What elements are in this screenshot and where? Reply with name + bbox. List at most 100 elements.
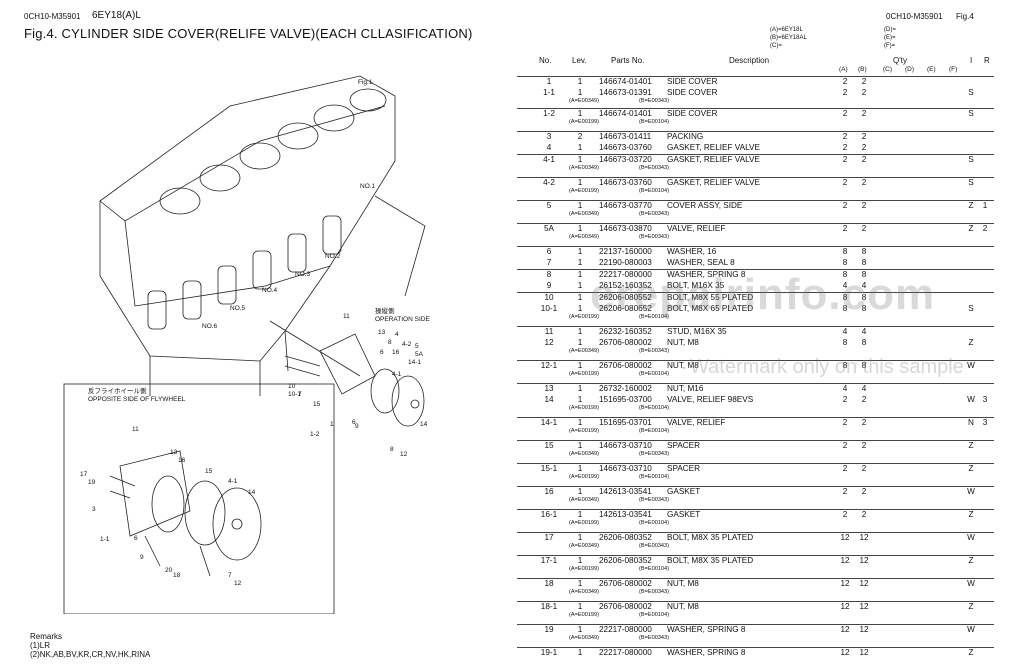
cell-pn: 26206-080352 xyxy=(599,533,652,542)
cell-ds: PACKING xyxy=(667,132,704,141)
col-description: Description xyxy=(729,56,770,65)
cell-qb: 2 xyxy=(861,441,867,450)
cell-no: 12-1 xyxy=(540,361,558,370)
serial-range: (A=E00199) xyxy=(569,566,600,572)
serial-range: (B=E00104) xyxy=(639,520,670,526)
callout-label: 9 xyxy=(140,554,144,561)
cell-pn: 146674-01401 xyxy=(599,109,652,118)
col-b: (B) xyxy=(858,66,867,73)
callout-label: 16 xyxy=(178,457,186,464)
callout-label: 13 xyxy=(378,329,386,336)
callout-label: 1 xyxy=(330,421,334,428)
cell-qa: 8 xyxy=(842,338,848,347)
callout-label: 15 xyxy=(205,468,213,475)
callout-label: 7 xyxy=(228,572,232,579)
callout-label: 18 xyxy=(173,572,181,579)
cell-qa: 12 xyxy=(840,602,850,611)
cell-qb: 4 xyxy=(861,384,867,393)
col-no: No. xyxy=(539,56,552,65)
cell-ds: GASKET xyxy=(667,487,701,496)
cell-ds: WASHER, SPRING 8 xyxy=(667,648,746,657)
cell-qa: 2 xyxy=(842,418,848,427)
serial-range: (B=E00343) xyxy=(639,497,670,503)
page-title: Fig.4. CYLINDER SIDE COVER(RELIFE VALVE)… xyxy=(24,26,473,41)
cell-qa: 12 xyxy=(840,579,850,588)
cell-lv: 1 xyxy=(577,224,583,233)
col-a: (A) xyxy=(839,66,848,73)
cell-no: 19-1 xyxy=(540,648,558,657)
cell-pn: 26706-080002 xyxy=(599,361,652,370)
col-i: I xyxy=(970,56,973,65)
cell-lv: 1 xyxy=(577,648,583,657)
opposite-side-jp: 反フライホイール側 xyxy=(88,386,147,395)
callout-label: 6 xyxy=(352,419,356,426)
cell-pn: 146674-01401 xyxy=(599,77,652,86)
cell-qb: 4 xyxy=(861,327,867,336)
cell-ds: COVER ASSY, SIDE xyxy=(667,201,743,210)
cell-r: 1 xyxy=(982,201,988,210)
cell-ds: VALVE, RELIEF xyxy=(667,418,726,427)
cell-lv: 1 xyxy=(577,384,583,393)
cell-qa: 2 xyxy=(842,395,848,404)
cell-ds: VALVE, RELIEF 98EVS xyxy=(667,395,754,404)
fig-label-right: Fig.4 xyxy=(956,12,974,21)
cell-qb: 2 xyxy=(861,109,867,118)
cell-i: W xyxy=(967,361,975,370)
cell-no: 4-2 xyxy=(543,178,555,187)
remarks: Remarks (1)LR (2)NK,AB,BV,KR,CR,NV,HK,RI… xyxy=(30,632,150,659)
cyl-no2: NO.2 xyxy=(325,253,341,260)
col-f: (F) xyxy=(949,66,958,73)
callout-label: 4-1 xyxy=(392,371,402,378)
cell-pn: 26206-080352 xyxy=(599,556,652,565)
cell-ds: NUT, M16 xyxy=(667,384,704,393)
cell-pn: 26706-080002 xyxy=(599,338,652,347)
cell-lv: 1 xyxy=(577,270,583,279)
cell-qa: 2 xyxy=(842,132,848,141)
cell-qa: 2 xyxy=(842,224,848,233)
serial-range: (B=E00104) xyxy=(639,428,670,434)
cyl-no4: NO.4 xyxy=(262,287,278,294)
serial-range: (A=E00199) xyxy=(569,520,600,526)
callout-label: 10 xyxy=(288,383,296,390)
serial-range: (B=E00104) xyxy=(639,314,670,320)
cell-lv: 1 xyxy=(577,178,583,187)
cell-no: 5 xyxy=(546,201,552,210)
serial-range: (B=E00104) xyxy=(639,119,670,125)
cell-pn: 26232-160352 xyxy=(599,327,652,336)
cell-qa: 2 xyxy=(842,178,848,187)
cell-r: 3 xyxy=(982,395,988,404)
cell-ds: SIDE COVER xyxy=(667,88,718,97)
cell-pn: 146673-03870 xyxy=(599,224,652,233)
serial-range: (B=E00343) xyxy=(639,589,670,595)
cell-ds: GASKET xyxy=(667,510,701,519)
serial-range: (B=E00343) xyxy=(639,234,670,240)
serial-range: (A=E00349) xyxy=(569,211,600,217)
cell-qb: 2 xyxy=(861,510,867,519)
callout-label: 8 xyxy=(390,446,394,453)
cell-no: 1 xyxy=(546,77,552,86)
cell-r: 3 xyxy=(982,418,988,427)
serial-range: (B=E00343) xyxy=(639,635,670,641)
cell-pn: 22190-080003 xyxy=(599,258,652,267)
cyl-no5: NO.5 xyxy=(230,305,246,312)
cell-i: S xyxy=(968,304,974,313)
cell-ds: STUD, M16X 35 xyxy=(667,327,727,336)
remarks-title: Remarks xyxy=(30,632,63,641)
cell-qa: 8 xyxy=(842,258,848,267)
cell-pn: 146673-03720 xyxy=(599,155,652,164)
cell-ds: GASKET, RELIEF VALVE xyxy=(667,143,760,152)
cell-i: S xyxy=(968,155,974,164)
cell-no: 9 xyxy=(546,281,552,290)
cell-qa: 2 xyxy=(842,88,848,97)
cell-ds: WASHER, SPRING 8 xyxy=(667,270,746,279)
serial-range: (A=E00349) xyxy=(569,635,600,641)
cell-i: S xyxy=(968,88,974,97)
operation-side-jp: 操縦側 xyxy=(375,306,395,315)
callout-label: 14-1 xyxy=(408,359,421,366)
